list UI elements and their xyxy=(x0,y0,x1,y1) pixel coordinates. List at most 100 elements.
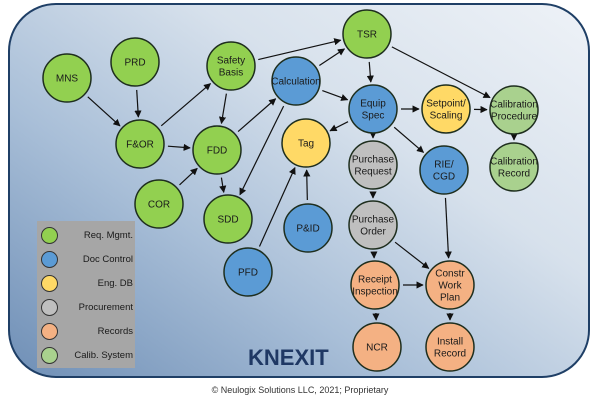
node-label: Setpoint/ xyxy=(426,99,466,110)
node-label: Purchase xyxy=(352,215,395,226)
node-circle xyxy=(342,9,392,59)
node-cor: COR xyxy=(134,179,184,229)
legend-item-calib: Calib. System xyxy=(41,344,133,366)
node-circle xyxy=(203,194,253,244)
node-circle xyxy=(419,145,469,195)
node-fdd: FDD xyxy=(192,125,242,175)
legend-label: Eng. DB xyxy=(97,277,133,289)
node-label: CGD xyxy=(433,172,455,183)
arrow-fdd-to-sdd xyxy=(219,177,227,194)
legend-item-proc: Procurement xyxy=(41,296,133,318)
node-label: Receipt xyxy=(358,275,392,286)
node-for: F&OR xyxy=(115,119,165,169)
legend-item-req: Req. Mgmt. xyxy=(41,224,133,246)
legend-swatch xyxy=(41,346,58,364)
node-label: Spec xyxy=(362,111,385,122)
legend-label: Calib. System xyxy=(74,349,133,361)
node-label: MNS xyxy=(56,74,79,85)
copyright-footer: © Neulogix Solutions LLC, 2021; Propriet… xyxy=(211,385,389,395)
arrow-for-to-sb xyxy=(160,83,212,127)
legend-swatch xyxy=(41,250,58,268)
node-circle xyxy=(192,125,242,175)
node-label: Safety xyxy=(217,56,245,67)
node-circle xyxy=(348,140,398,190)
node-label: Install xyxy=(437,337,463,348)
legend-item-doc: Doc Control xyxy=(41,248,133,270)
node-label: Equip xyxy=(360,99,386,110)
node-label: F&OR xyxy=(126,140,154,151)
node-label: Work xyxy=(438,281,462,292)
node-label: TSR xyxy=(357,30,377,41)
arrow-sb-to-tsr xyxy=(258,38,342,61)
node-sdd: SDD xyxy=(203,194,253,244)
legend-swatch xyxy=(41,226,58,244)
arrow-sb-to-fdd xyxy=(218,93,227,125)
node-circle xyxy=(281,118,331,168)
arrow-tsr-to-eq xyxy=(366,61,374,83)
arrow-calc-to-tsr xyxy=(319,48,346,67)
arrow-for-to-fdd xyxy=(167,143,191,151)
node-circle xyxy=(425,260,475,310)
node-circle xyxy=(425,322,475,372)
node-label: RIE/ xyxy=(434,160,454,171)
node-circle xyxy=(42,53,92,103)
node-mns: MNS xyxy=(42,53,92,103)
node-circle xyxy=(352,322,402,372)
node-label: Constr xyxy=(435,269,465,280)
legend-swatch xyxy=(41,298,58,316)
arrow-pid-to-tag xyxy=(303,169,311,201)
legend-label: Records xyxy=(97,325,133,337)
node-circle xyxy=(134,179,184,229)
node-label: SDD xyxy=(217,215,238,226)
node-circle xyxy=(271,56,321,106)
node-ncr: NCR xyxy=(352,322,402,372)
node-circle xyxy=(348,200,398,250)
node-label: Scaling xyxy=(430,111,463,122)
arrow-rie-to-cwp xyxy=(444,197,452,259)
node-tsr: TSR xyxy=(342,9,392,59)
legend-swatch xyxy=(41,274,58,292)
node-tag: Tag xyxy=(281,118,331,168)
node-label: Basis xyxy=(219,68,243,79)
node-label: P&ID xyxy=(296,224,319,235)
node-label: NCR xyxy=(366,343,388,354)
arrow-eq-to-rie xyxy=(393,126,425,153)
diagram-title: KNEXIT xyxy=(248,345,329,370)
node-circle xyxy=(283,203,333,253)
node-circle xyxy=(223,247,273,297)
node-circle xyxy=(350,260,400,310)
node-circle xyxy=(489,142,539,192)
node-label: PRD xyxy=(124,58,145,69)
node-label: Procedure xyxy=(491,112,538,123)
node-label: Record xyxy=(434,349,466,360)
arrow-pfd-to-tag xyxy=(258,166,296,247)
arrow-fdd-to-calc xyxy=(237,98,277,133)
node-label: PFD xyxy=(238,268,258,279)
node-label: COR xyxy=(148,200,170,211)
arrow-calc-to-eq xyxy=(322,90,349,101)
legend-swatch xyxy=(41,322,58,340)
legend-label: Doc Control xyxy=(82,253,133,265)
node-circle xyxy=(110,37,160,87)
node-circle xyxy=(489,85,539,135)
arrow-cor-to-fdd xyxy=(179,167,198,186)
node-sp: Setpoint/Scaling xyxy=(421,84,471,134)
node-label: Calibration xyxy=(490,100,538,111)
node-circle xyxy=(348,84,398,134)
legend-item-rec: Records xyxy=(41,320,133,342)
node-circle xyxy=(421,84,471,134)
node-pfd: PFD xyxy=(223,247,273,297)
node-rie: RIE/CGD xyxy=(419,145,469,195)
arrow-tsr-to-cp xyxy=(391,46,491,99)
node-label: Plan xyxy=(440,293,460,304)
node-prd: PRD xyxy=(110,37,160,87)
